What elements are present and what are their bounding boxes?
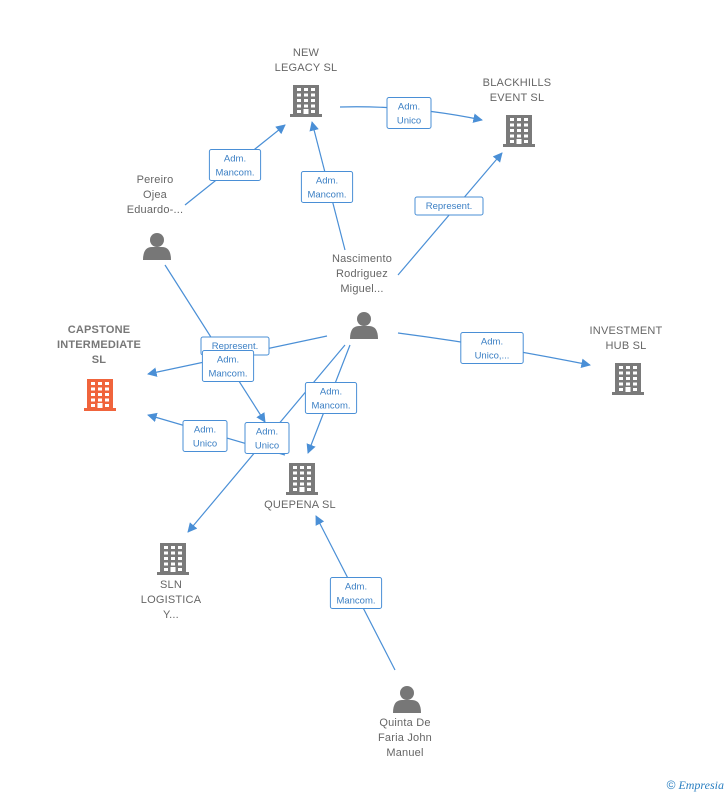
node-label: SLN [160, 579, 182, 591]
edge-label-nascimento-to-new_legacy[interactable]: Adm. Mancom. [300, 171, 354, 203]
edge-label-text: Mancom. [215, 168, 254, 179]
node-investment[interactable]: INVESTMENT HUB SL [590, 325, 663, 395]
edge-label-new_legacy-to-blackhills[interactable]: Adm. Unico [386, 97, 432, 129]
edge-label-text: Adm. [481, 337, 503, 348]
edge-label-text: Adm. [316, 176, 338, 187]
edge-label-text: Adm. [398, 102, 420, 113]
edge-label-pereiro-to-new_legacy[interactable]: Adm. Mancom. [208, 149, 262, 181]
person-icon [143, 233, 171, 260]
node-label: LEGACY SL [275, 62, 338, 74]
node-label: INTERMEDIATE [57, 339, 141, 351]
copyright-icon: © [666, 778, 676, 792]
node-label: Rodriguez [336, 268, 388, 280]
node-label: Manuel [386, 747, 423, 759]
edge-label-text: Adm. [224, 154, 246, 165]
edge-label-text: Adm. [345, 582, 367, 593]
edge-label-box [208, 149, 262, 181]
edge-label-text: Unico [193, 439, 217, 450]
node-label: NEW [293, 47, 320, 59]
node-label: SL [92, 354, 107, 366]
building-icon [612, 363, 644, 395]
person-icon [350, 312, 378, 339]
edge-label-text: Mancom. [311, 401, 350, 412]
person-icon [393, 686, 421, 713]
edge-label-box [300, 171, 354, 203]
brand-logo: Empresia [678, 778, 724, 792]
node-label: EVENT SL [490, 92, 545, 104]
node-capstone[interactable]: CAPSTONE INTERMEDIATE SL [57, 324, 141, 411]
edge-label-text: Adm. [320, 387, 342, 398]
building-icon [290, 85, 322, 117]
node-label: QUEPENA SL [264, 499, 336, 511]
building-icon [286, 463, 318, 495]
edge-label-text: Adm. [256, 427, 278, 438]
edge-label-box [244, 422, 290, 454]
edge-label-text: Adm. [217, 355, 239, 366]
node-label: Miguel... [340, 283, 383, 295]
node-nascimento[interactable]: NascimentoRodriguezMiguel... [332, 253, 392, 339]
edge-label-nascimento-to-investment[interactable]: Adm. Unico,... [460, 332, 524, 364]
edge-label-text: Mancom. [336, 596, 375, 607]
node-sln[interactable]: SLN LOGISTICA Y... [141, 543, 202, 621]
edge-label-text: Adm. [194, 425, 216, 436]
node-label: Faria John [378, 732, 432, 744]
edge-label-text: Represent. [426, 201, 472, 212]
edge-label-box [386, 97, 432, 129]
edge-label-box [329, 577, 383, 609]
building-icon [503, 115, 535, 147]
copyright-footer: ©Empresia [667, 778, 724, 793]
building-icon [84, 379, 116, 411]
edge-label-text: Unico [255, 441, 279, 452]
edge-label-box [304, 382, 358, 414]
edge-label-text: Unico,... [475, 351, 510, 362]
node-new-legacy[interactable]: NEW LEGACY SL [275, 47, 338, 117]
node-label: LOGISTICA [141, 594, 202, 606]
edge-label-pereiro-to-capstone[interactable]: Adm. Mancom. [201, 350, 255, 382]
node-label: HUB SL [606, 340, 647, 352]
node-label: Y... [163, 609, 179, 621]
node-label: Nascimento [332, 253, 392, 265]
node-label: Quinta De [379, 717, 430, 729]
edge-label-nascimento-to-blackhills[interactable]: Represent. [414, 196, 484, 216]
edge-label-text: Mancom. [208, 369, 247, 380]
edge-label-nascimento-to-sln[interactable]: Adm. Unico [244, 422, 290, 454]
edge-label-text: Represent. [212, 341, 258, 352]
edge-label-text: Mancom. [307, 190, 346, 201]
edge-label-box [460, 332, 524, 364]
edge-label-quinta-to-quepena[interactable]: Adm. Mancom. [329, 577, 383, 609]
node-label: Pereiro [137, 174, 174, 186]
node-label: Eduardo-... [127, 204, 184, 216]
edge-label-text: Unico [397, 116, 421, 127]
node-label: BLACKHILLS [483, 77, 552, 89]
edge-label-nascimento-to-quepena[interactable]: Adm. Mancom. [304, 382, 358, 414]
node-label: INVESTMENT [590, 325, 663, 337]
node-quepena[interactable]: QUEPENA SL [264, 463, 336, 511]
node-blackhills[interactable]: BLACKHILLS EVENT SL [483, 77, 552, 147]
node-pereiro[interactable]: PereiroOjeaEduardo-... [127, 174, 184, 260]
edge-label-box [182, 420, 228, 452]
edge-label-box [201, 350, 255, 382]
edge-label-quepena-to-capstone[interactable]: Adm. Unico [182, 420, 228, 452]
node-label: CAPSTONE [68, 324, 131, 336]
node-label: Ojea [143, 189, 168, 201]
building-icon [157, 543, 189, 575]
edge-label-box [414, 196, 484, 216]
